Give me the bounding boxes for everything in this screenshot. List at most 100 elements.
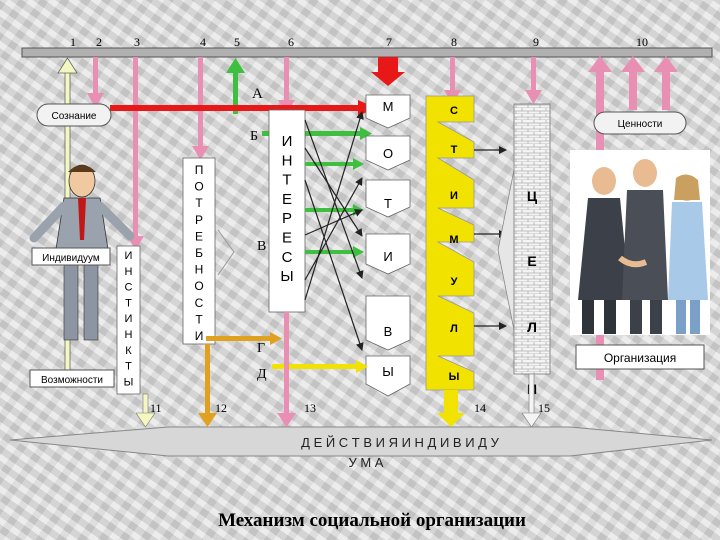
orange-arrow-g (206, 332, 282, 345)
instincts-letter-6: К (125, 345, 132, 357)
green-arrow-b (262, 127, 372, 140)
goals-letter-2: Л (527, 319, 537, 335)
motives-letter-2: Т (384, 196, 392, 211)
instincts-letter-4: И (125, 313, 133, 325)
instincts-letter-0: И (125, 250, 133, 262)
down-arrow-9 (525, 57, 542, 104)
top-number-3: 3 (134, 35, 140, 49)
needs-letter-7: О (194, 279, 203, 293)
needs-letter-5: Б (195, 246, 203, 260)
needs-letter-9: Т (195, 312, 203, 326)
goals-letter-0: Ц (527, 188, 538, 204)
yellow-arrow-d (272, 360, 368, 373)
stimuli-letter-2: И (450, 190, 458, 202)
top-number-9: 9 (533, 35, 539, 49)
needs-letter-1: О (194, 180, 203, 194)
interests-letter-5: Е (282, 230, 292, 247)
needs-letter-0: П (195, 163, 204, 177)
instincts-letter-7: Т (125, 361, 132, 373)
page-title: Механизм социальной организации (218, 510, 526, 531)
instincts-letter-5: Н (125, 329, 133, 341)
organization-people-photo (570, 150, 710, 335)
needs-chevron (217, 229, 235, 276)
actions-banner (9, 426, 713, 457)
banner-line1: Д Е Й С Т В И Я И Н Д И В И Д У (301, 435, 499, 450)
organization-label: Организация (604, 351, 676, 365)
letter-b: Б (250, 129, 258, 144)
possibilities-label: Возможности (41, 375, 103, 386)
interests-letter-1: Н (282, 152, 293, 169)
bottom-number-14: 14 (474, 401, 486, 415)
stimuli-letters: С Т И М У Л Ы (449, 105, 460, 383)
crossing-lines (304, 111, 364, 351)
instincts-letter-3: Т (125, 297, 132, 309)
person-figure (29, 164, 135, 341)
organization-box (575, 344, 705, 370)
needs-letter-4: Е (195, 229, 203, 243)
stimuli-to-goals-arrows (474, 146, 507, 330)
possibilities-box (29, 369, 115, 388)
interests-letter-4: Р (282, 210, 292, 227)
needs-letter-10: И (195, 329, 204, 343)
individual-label: Индивидуум (42, 253, 100, 264)
stimuli-letter-3: М (449, 234, 458, 246)
top-bar (21, 47, 713, 58)
instincts-letter-2: С (125, 282, 133, 294)
top-number-4: 4 (200, 35, 206, 49)
stimuli-letter-0: С (450, 105, 458, 117)
motives-letter-0: М (383, 99, 394, 114)
needs-letter-3: Р (195, 213, 203, 227)
letter-g: Г (257, 341, 265, 356)
top-number-5: 5 (234, 35, 240, 49)
stimuli-letter-6: Ы (449, 371, 460, 383)
red-arrow-a (110, 100, 376, 116)
stimuli-letter-5: Л (450, 323, 458, 335)
motives-letter-3: И (383, 249, 392, 264)
motives-letter-4: В (384, 324, 393, 339)
bottom-number-12: 12 (215, 401, 227, 415)
stimuli-letter-4: У (451, 276, 458, 288)
letter-a: А (252, 86, 263, 102)
top-number-6: 6 (288, 35, 294, 49)
bottom-number-13: 13 (304, 401, 316, 415)
goals-letter-1: Е (527, 253, 536, 269)
interests-letter-2: Т (282, 172, 291, 189)
down-arrow-7 (371, 57, 405, 86)
values-label: Ценности (618, 119, 663, 130)
down-arrows-to-banner (135, 312, 542, 428)
top-number-8: 8 (451, 35, 457, 49)
down-arrow-2 (87, 57, 104, 108)
needs-letter-6: Н (195, 263, 204, 277)
top-number-1: 1 (70, 35, 76, 49)
needs-column (182, 157, 216, 345)
stimuli-letter-1: Т (451, 144, 458, 156)
interests-letter-0: И (282, 133, 293, 150)
up-arrow-10b (621, 56, 645, 110)
down-arrow-3 (127, 57, 144, 250)
interests-letter-7: Ы (280, 268, 293, 285)
individual-box (31, 247, 111, 266)
bottom-number-15: 15 (538, 401, 550, 415)
letter-d: Д (257, 367, 267, 382)
bottom-number-11: 11 (150, 401, 162, 415)
top-number-2: 2 (96, 35, 102, 49)
motives-letter-5: Ы (382, 364, 394, 379)
needs-letter-8: С (195, 296, 204, 310)
needs-letter-2: Т (195, 196, 203, 210)
down-arrow-4 (192, 57, 209, 160)
instincts-column (116, 245, 141, 395)
letter-v: В (257, 239, 266, 254)
consciousness-label: Сознание (51, 111, 96, 122)
stimuli-column (425, 95, 475, 391)
banner-line2: У М А (349, 455, 384, 470)
goals-column (513, 103, 551, 375)
consciousness-box (36, 103, 112, 127)
motives-column (365, 94, 411, 397)
interests-letter-3: Е (282, 191, 292, 208)
